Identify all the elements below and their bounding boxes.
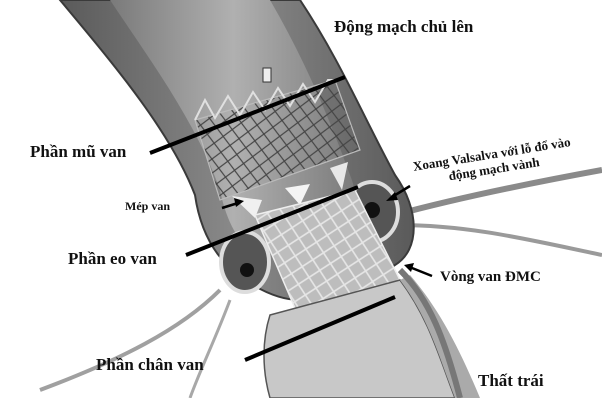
label-annulus: Vòng van ĐMC	[440, 270, 541, 285]
label-commissure: Mép van	[125, 200, 170, 212]
arrowhead	[404, 263, 414, 272]
coronary-branch	[190, 300, 230, 398]
label-left-ventricle: Thất trái	[478, 372, 544, 389]
coronary-branch	[398, 225, 602, 255]
arrow-annulus	[412, 268, 432, 276]
stent-marker	[263, 68, 271, 82]
coronary-branch	[40, 290, 220, 390]
label-valve-top: Phần mũ van	[30, 143, 126, 160]
label-ascending-aorta: Động mạch chủ lên	[334, 18, 473, 35]
valsalva-sinus	[221, 232, 269, 292]
coronary-ostium	[240, 263, 254, 277]
label-valve-base: Phần chân van	[96, 356, 204, 373]
label-valve-waist: Phần eo van	[68, 250, 157, 267]
